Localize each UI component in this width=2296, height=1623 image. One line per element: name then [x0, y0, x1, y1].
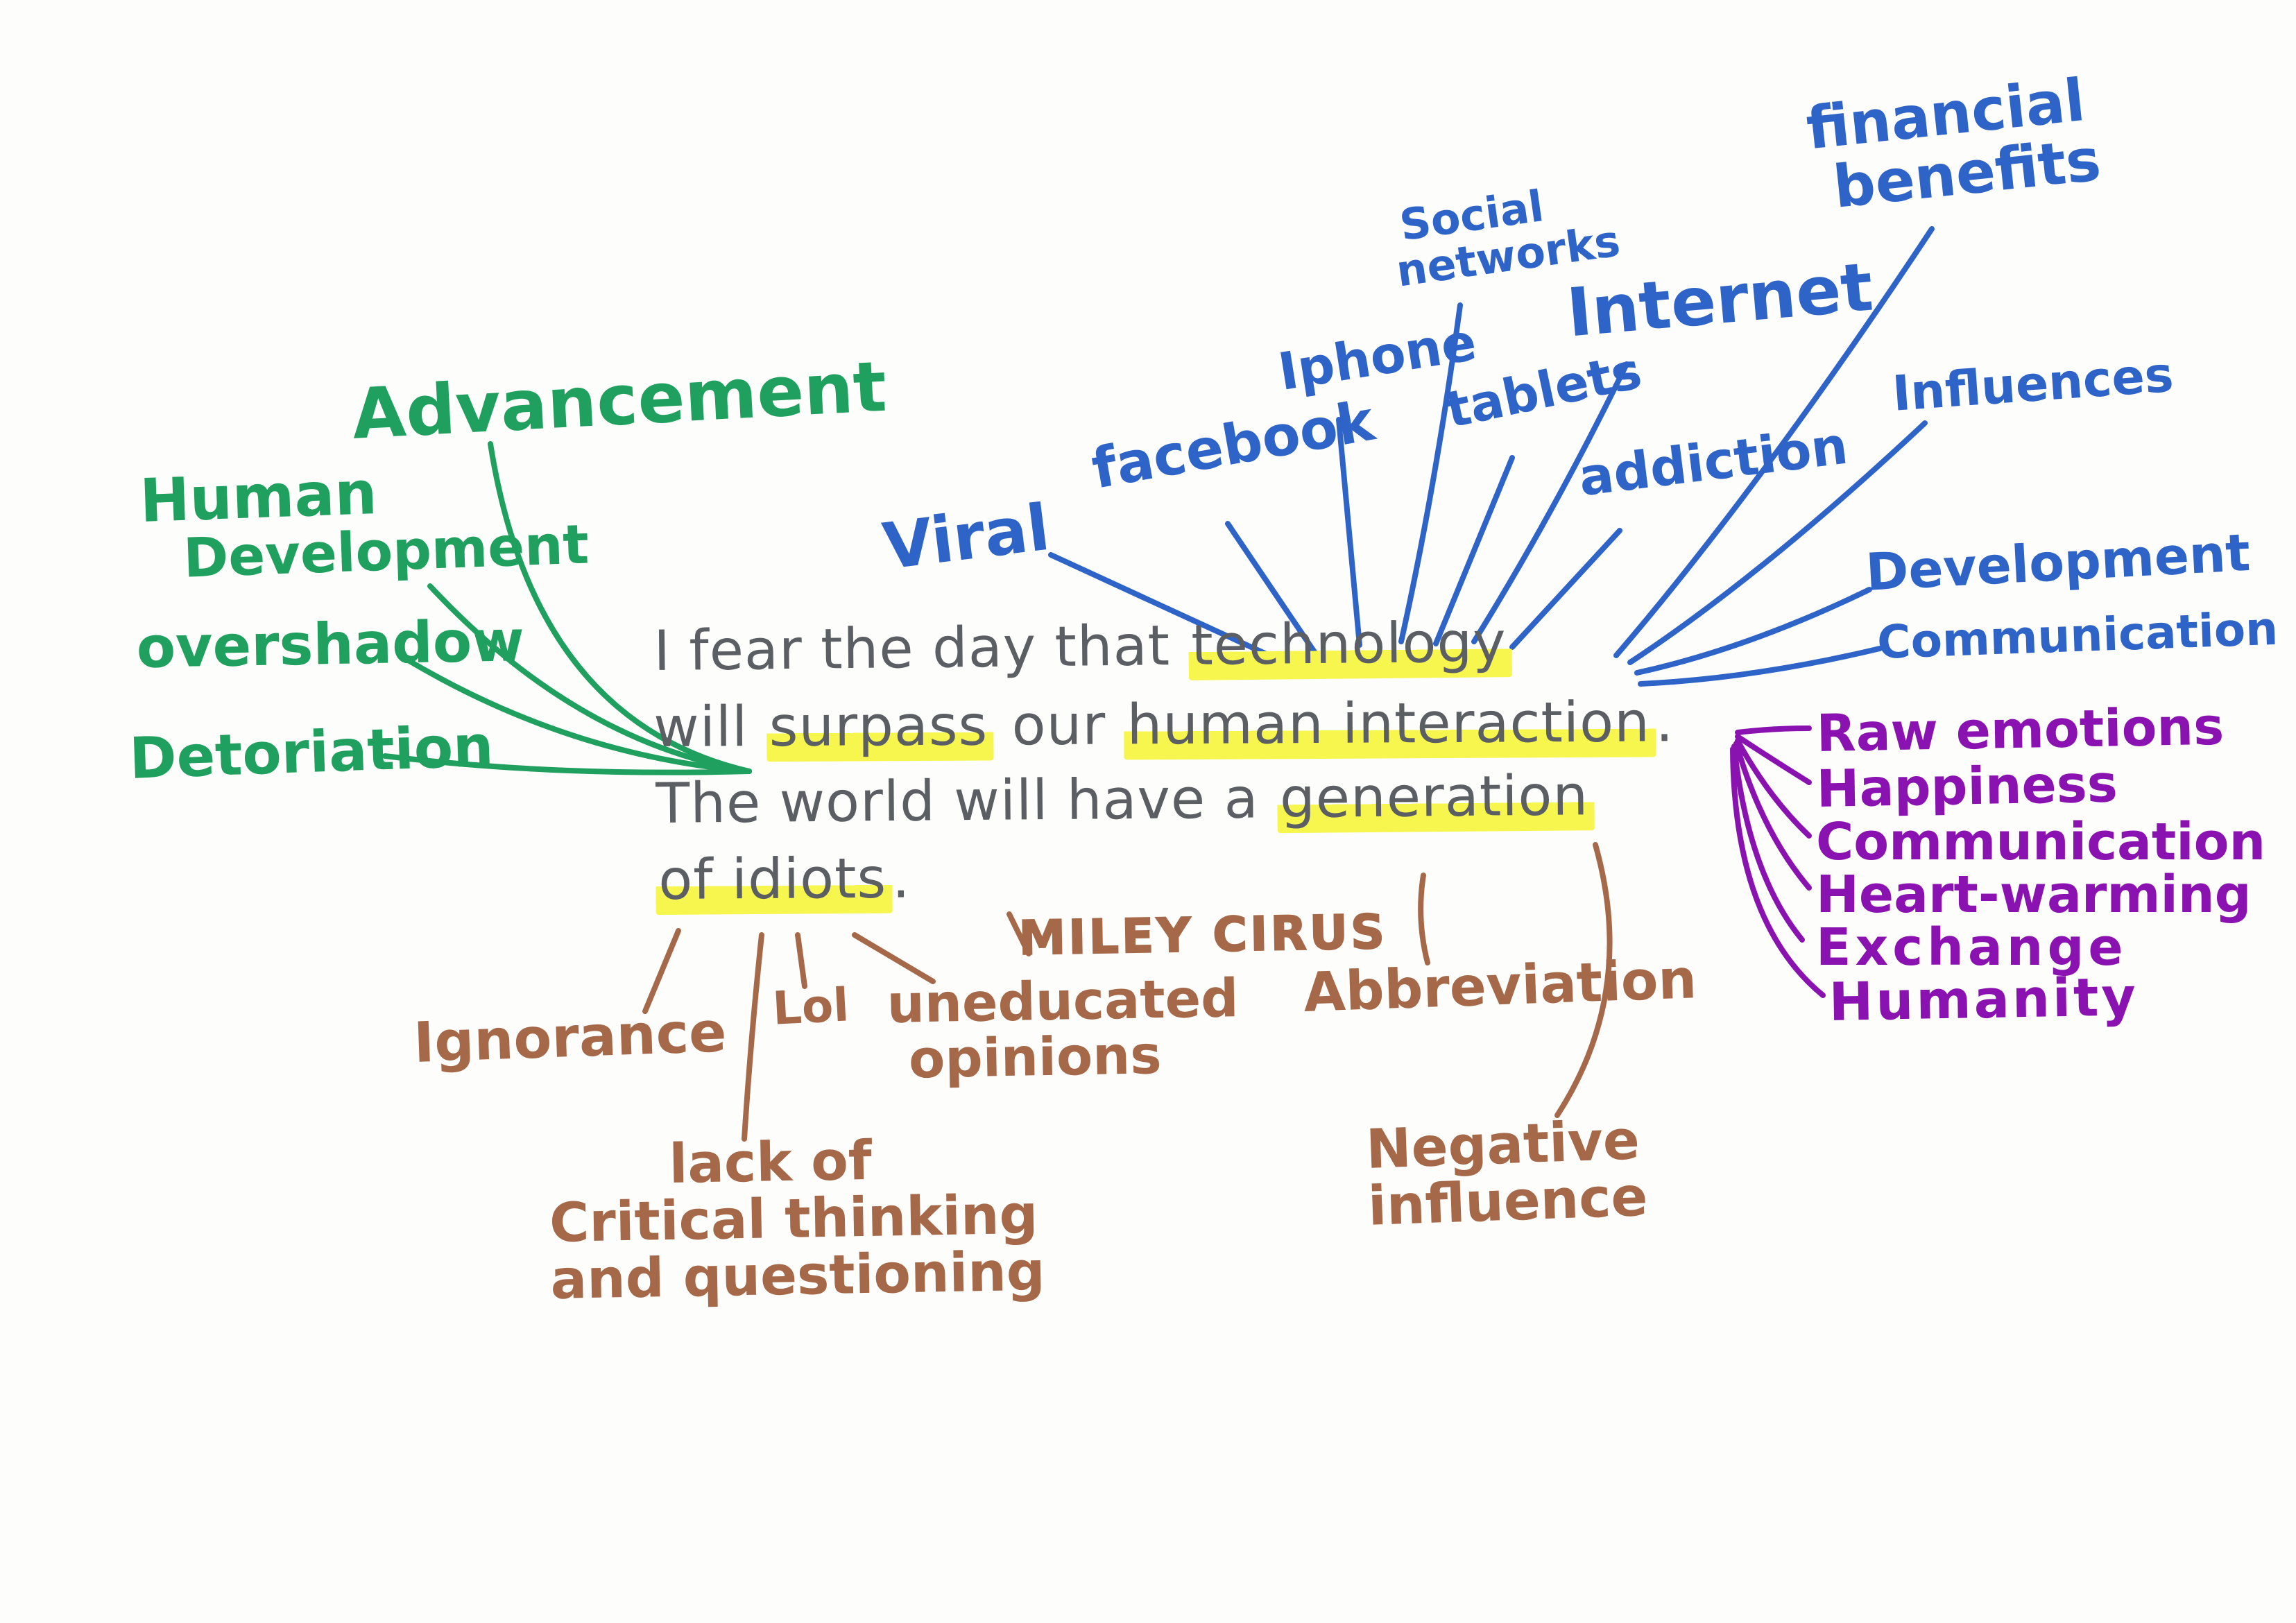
connector-purple-communication	[1735, 738, 1812, 839]
connector-blue-iphone	[1336, 417, 1362, 648]
quote-line-4: of idiots.	[656, 845, 911, 915]
connector-blue-internet	[1471, 361, 1629, 644]
connector-blue-financial-benefits	[1613, 226, 1935, 658]
quote-line-1-text: I fear the day that	[653, 612, 1189, 683]
connector-purple-heart-warming	[1733, 741, 1812, 891]
node-human-development: Human Development	[139, 455, 590, 590]
node-lack-line3: and questioning	[549, 1240, 1046, 1312]
quote-line-1: I fear the day that technology	[653, 610, 1513, 683]
connector-blue-addiction	[1509, 528, 1622, 650]
node-communication-purple: Communication	[1816, 812, 2266, 872]
connector-green-human-development	[427, 583, 752, 774]
node-negative-influence: Negative influence	[1365, 1109, 1649, 1238]
quote-highlight-generation: generation	[1276, 763, 1595, 834]
node-happiness: Happiness	[1815, 754, 2118, 819]
node-abbreviation: Abbreviation	[1302, 948, 1698, 1024]
quote-line-2-mid: our	[993, 692, 1124, 758]
connector-brown-abbreviation	[1418, 873, 1430, 965]
quote-highlight-technology: technology	[1188, 610, 1513, 680]
node-ignorance: Ignorance	[412, 999, 728, 1075]
connector-brown-negative-influence	[1554, 842, 1613, 1118]
quote-highlight-of-idiots: of idiots	[656, 845, 893, 915]
connector-green-advancement	[488, 441, 752, 774]
connector-purple-humanity	[1730, 746, 1826, 998]
quote-line-3-pre: The world will have a	[656, 766, 1278, 836]
node-uneducated-opinions: uneducated opinions	[886, 967, 1240, 1090]
node-miley-cirus: MILEY CIRUS	[1018, 904, 1389, 967]
connector-green-overshadow	[403, 656, 752, 774]
connector-blue-social-networks	[1398, 302, 1463, 644]
connector-purple-exchange	[1731, 744, 1805, 943]
node-detoriation: Detoriation	[128, 713, 495, 792]
connector-blue-influences	[1627, 420, 1928, 665]
connector-brown-uneducated-opinions	[852, 932, 936, 984]
connector-brown-lack-of-critical-thinking	[742, 932, 764, 1142]
connector-brown-ignorance	[642, 928, 681, 1014]
quote-highlight-surpass: surpass	[766, 693, 994, 762]
node-raw-emotions: Raw emotions	[1815, 696, 2225, 764]
node-uneducated-opinions-line2: opinions	[908, 1023, 1163, 1090]
quote-line-3: The world will have a generation	[656, 763, 1595, 836]
connector-purple-raw-emotions	[1735, 725, 1812, 735]
node-financial-benefits: financial benefits	[1803, 66, 2103, 221]
connector-brown-lol	[795, 932, 807, 989]
quote-highlight-human-interaction: human interaction	[1124, 689, 1656, 760]
node-uneducated-opinions-line1: uneducated	[886, 967, 1240, 1035]
node-lack-of-critical-thinking: lack of Critical thinking and questionin…	[548, 1130, 1046, 1312]
node-negative-influence-line2: influence	[1367, 1165, 1649, 1238]
node-humanity: Humanity	[1828, 965, 2139, 1033]
connector-brown-miley-tick	[1006, 911, 1031, 956]
node-heart-warming: Heart-warming	[1816, 865, 2252, 925]
quote-line-2-post: .	[1655, 689, 1674, 755]
node-exchange: Exchange	[1816, 918, 2127, 977]
node-lol: Lol	[771, 978, 850, 1036]
connector-blue-development	[1634, 587, 1872, 676]
quote-line-4-post: .	[891, 845, 911, 911]
connector-blue-communication	[1638, 646, 1883, 687]
quote-line-2-pre: will	[653, 694, 767, 759]
node-overshadow: overshadow	[135, 608, 525, 681]
quote-line-2: will surpass our human interaction.	[653, 689, 1674, 762]
connector-purple-happiness	[1735, 734, 1812, 785]
connector-green-detoriation	[382, 753, 752, 775]
